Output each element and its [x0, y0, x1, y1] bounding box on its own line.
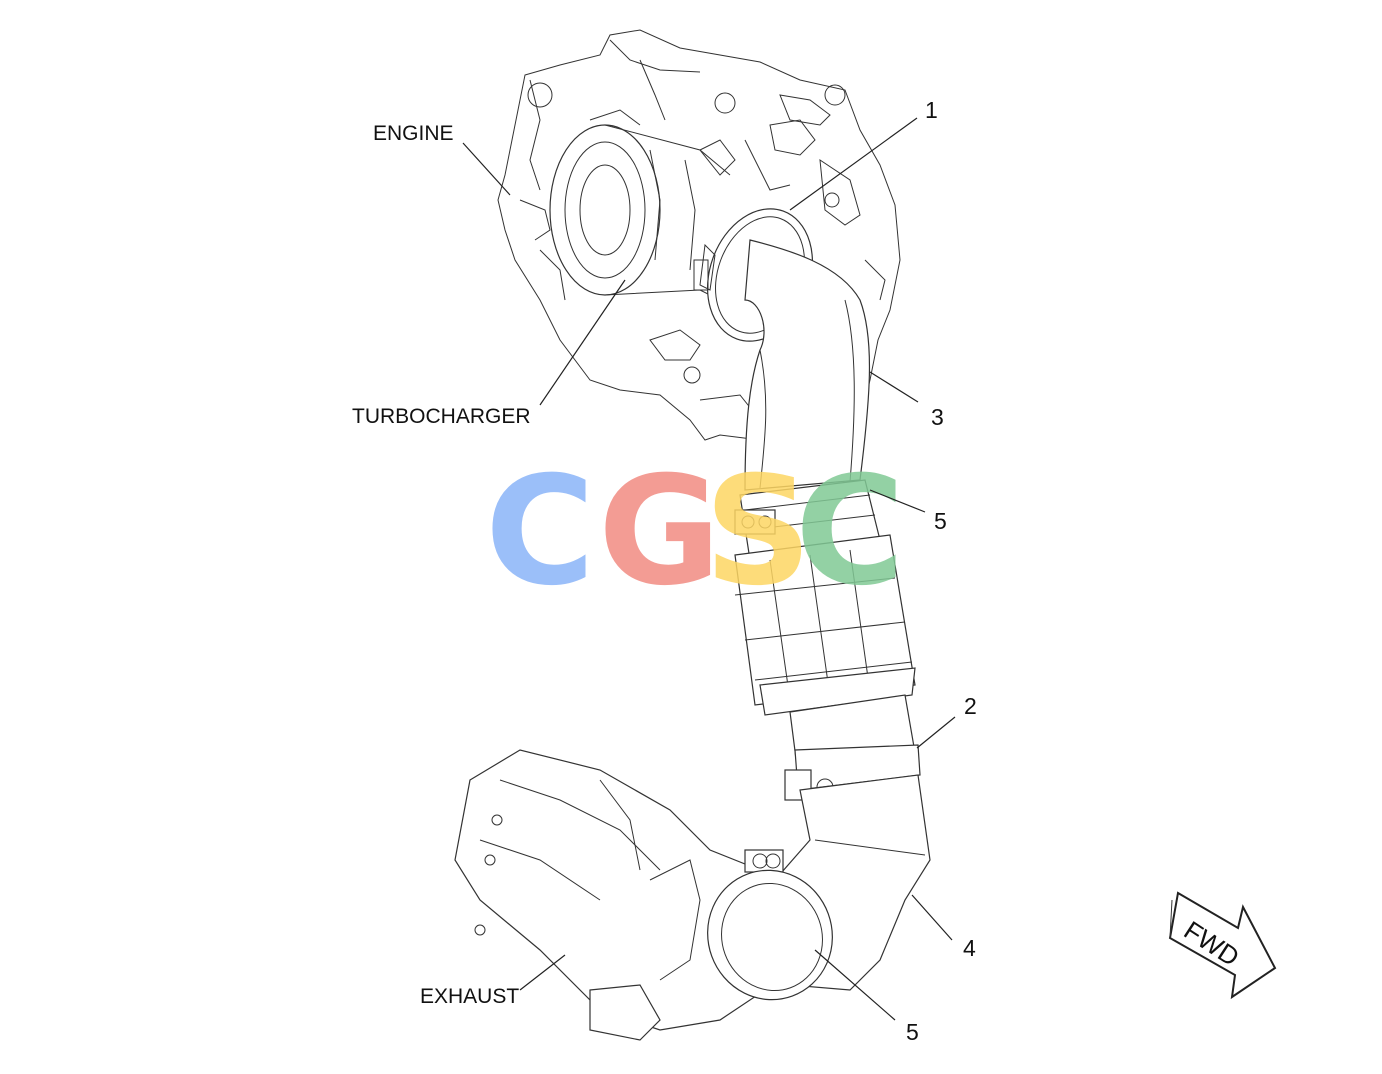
leader-lines [462, 117, 956, 1021]
watermark-letter-1: C [485, 445, 595, 619]
callout-1: 1 [925, 97, 938, 123]
watermark-letter-3: S [704, 445, 812, 619]
pipe-2-drawing [784, 694, 921, 801]
fwd-arrow: FWD [1168, 891, 1277, 1000]
callout-5-lower: 5 [906, 1019, 919, 1045]
engine-label: ENGINE [373, 122, 454, 145]
fwd-label: FWD [1179, 915, 1245, 972]
watermark-letter-4: C [795, 445, 905, 619]
turbocharger-drawing [549, 124, 731, 301]
callout-5-upper: 5 [934, 508, 947, 534]
turbocharger-label: TURBOCHARGER [352, 405, 531, 428]
watermark-letter-2: G [598, 445, 721, 619]
exhaust-label: EXHAUST [420, 985, 519, 1008]
callout-2: 2 [964, 693, 977, 719]
pipe-3-drawing [744, 239, 871, 491]
exhaust-drawing [454, 749, 833, 1041]
callout-3: 3 [931, 404, 944, 430]
callout-4: 4 [963, 935, 976, 961]
bellows-drawing [734, 534, 916, 716]
watermark: C G S C [485, 445, 905, 619]
